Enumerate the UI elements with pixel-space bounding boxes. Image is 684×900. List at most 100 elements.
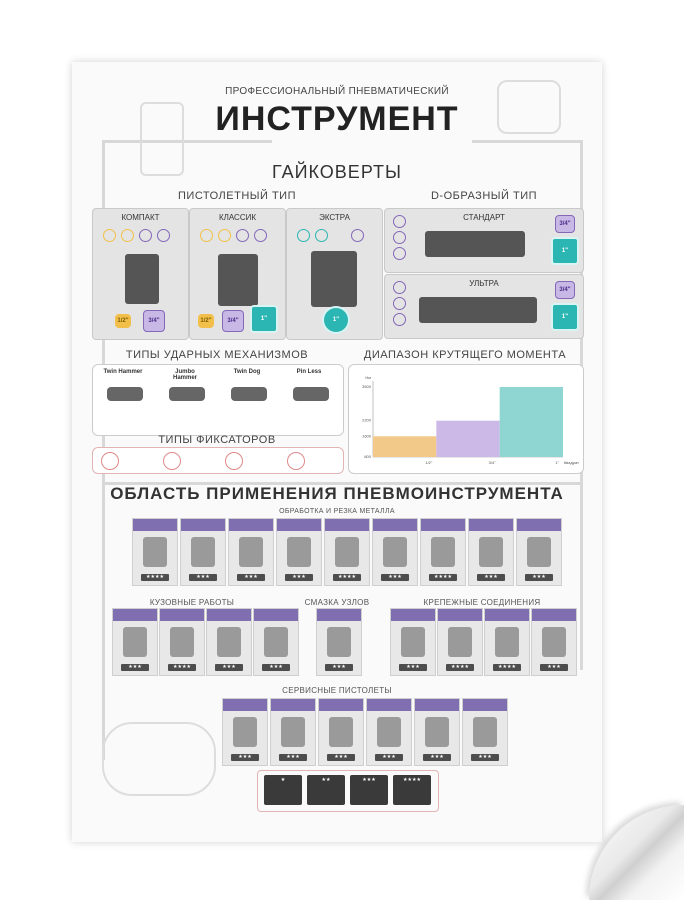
card-label [438, 609, 482, 621]
spec-chip-icon [393, 297, 406, 310]
card-label [319, 699, 363, 711]
air-filter-icon [140, 102, 184, 176]
size-badge: 1" [322, 306, 350, 334]
tool-card[interactable]: ★★★ [462, 698, 508, 766]
page-curl [589, 805, 684, 900]
tool-card[interactable]: ★★★★ [420, 518, 466, 586]
tool-card[interactable]: ★★★★ [437, 608, 483, 676]
panel-compact[interactable]: КОМПАКТ 1/2" 3/4" [92, 208, 189, 340]
tool-card[interactable]: ★★★★ [324, 518, 370, 586]
tool-icon [383, 537, 407, 567]
rating-stars: ★★★ [215, 664, 243, 671]
tool-card[interactable]: ★★★ [316, 608, 362, 676]
tool-card[interactable]: ★★★ [270, 698, 316, 766]
x-tick-label: 3/4" [489, 460, 497, 465]
mechanisms-heading: ТИПЫ УДАРНЫХ МЕХАНИЗМОВ [125, 349, 309, 361]
rating-stars: ★★★ [189, 574, 217, 581]
tool-card[interactable]: ★★★ [414, 698, 460, 766]
tool-icon [170, 627, 194, 657]
spec-chip-icon [121, 229, 134, 242]
tool-icon [327, 627, 351, 657]
spec-chip-icon [393, 313, 406, 326]
tool-icon [264, 627, 288, 657]
tool-card[interactable]: ★★★ [228, 518, 274, 586]
tool-icon [329, 717, 353, 747]
spec-chip-icon [157, 229, 170, 242]
legend-rating: ★★★ [350, 775, 388, 805]
fastener-row: ★★★★★★★★★★★★★★ [390, 608, 580, 678]
wrenches-heading: ГАЙКОВЕРТЫ [272, 162, 402, 182]
metal-heading: ОБРАБОТКА И РЕЗКА МЕТАЛЛА [279, 508, 395, 515]
tool-card[interactable]: ★★★★ [132, 518, 178, 586]
extra-wrench-icon [311, 251, 357, 307]
rating-stars: ★★★ [423, 754, 451, 761]
model-name: СТАНДАРТ [463, 213, 505, 222]
torque-bar [499, 387, 563, 457]
spec-chip-icon [236, 229, 249, 242]
card-label [229, 519, 273, 531]
tool-card[interactable]: ★★★ [206, 608, 252, 676]
size-badge: 1" [551, 237, 579, 265]
panel-extra[interactable]: ЭКСТРА 1" [286, 208, 383, 340]
model-name: ЭКСТРА [319, 213, 350, 222]
y-tick-label: 1600 [362, 433, 372, 438]
service-heading: СЕРВИСНЫЕ ПИСТОЛЕТЫ [282, 686, 392, 695]
tool-card[interactable]: ★★★ [318, 698, 364, 766]
compressor-icon [102, 722, 216, 796]
rating-stars: ★★★★ [493, 664, 521, 671]
rating-stars: ★★★ [262, 664, 290, 671]
rating-stars: ★★★ [381, 574, 409, 581]
clamps-heading: ТИПЫ ФИКСАТОРОВ [158, 434, 276, 446]
card-label [421, 519, 465, 531]
panel-classic[interactable]: КЛАССИК 1/2" 3/4" 1" [189, 208, 286, 340]
tool-card[interactable]: ★★★★ [484, 608, 530, 676]
card-label [415, 699, 459, 711]
rating-stars: ★★★ [231, 754, 259, 761]
model-name: УЛЬТРА [469, 279, 499, 288]
tool-icon [479, 537, 503, 567]
tool-icon [377, 717, 401, 747]
tool-card[interactable]: ★★★★ [159, 608, 205, 676]
card-label [277, 519, 321, 531]
rating-stars: ★★★★ [333, 574, 361, 581]
poster: ПРОФЕССИОНАЛЬНЫЙ ПНЕВМАТИЧЕСКИЙ ИНСТРУМЕ… [72, 62, 602, 842]
clamp-icon [101, 452, 119, 470]
tool-card[interactable]: ★★★ [372, 518, 418, 586]
tool-icon [191, 537, 215, 567]
spec-chip-icon [297, 229, 310, 242]
rating-stars: ★★★★ [446, 664, 474, 671]
tool-card[interactable]: ★★★ [468, 518, 514, 586]
pin-less-icon [293, 387, 329, 401]
tool-card[interactable]: ★★★ [112, 608, 158, 676]
panel-standard[interactable]: СТАНДАРТ 3/4" 1" [384, 208, 584, 273]
torque-heading: ДИАПАЗОН КРУТЯЩЕГО МОМЕНТА [363, 349, 567, 361]
tool-icon [335, 537, 359, 567]
panel-ultra[interactable]: УЛЬТРА 3/4" 1" [384, 274, 584, 339]
spec-chip-icon [139, 229, 152, 242]
tool-card[interactable]: ★★★ [276, 518, 322, 586]
model-name: КОМПАКТ [121, 213, 160, 222]
tool-icon [495, 627, 519, 657]
spec-chip-icon [218, 229, 231, 242]
tool-icon [123, 627, 147, 657]
tool-card[interactable]: ★★★ [516, 518, 562, 586]
clamps-box [92, 447, 344, 474]
tool-card[interactable]: ★★★ [531, 608, 577, 676]
card-label [517, 519, 561, 531]
model-name: КЛАССИК [218, 213, 257, 222]
rating-stars: ★★★ [375, 754, 403, 761]
mechanism-name: Twin Hammer [103, 369, 143, 375]
tool-card[interactable]: ★★★ [253, 608, 299, 676]
size-badge: 3/4" [555, 281, 575, 299]
size-badge: 1" [250, 305, 278, 333]
tool-icon [527, 537, 551, 567]
tool-card[interactable]: ★★★ [180, 518, 226, 586]
card-label [223, 699, 267, 711]
classic-wrench-icon [218, 254, 258, 306]
tool-card[interactable]: ★★★ [390, 608, 436, 676]
y-axis-label: Нм [365, 375, 371, 380]
body-heading: КУЗОВНЫЕ РАБОТЫ [149, 598, 235, 607]
tool-card[interactable]: ★★★ [366, 698, 412, 766]
tool-icon [425, 717, 449, 747]
tool-card[interactable]: ★★★ [222, 698, 268, 766]
